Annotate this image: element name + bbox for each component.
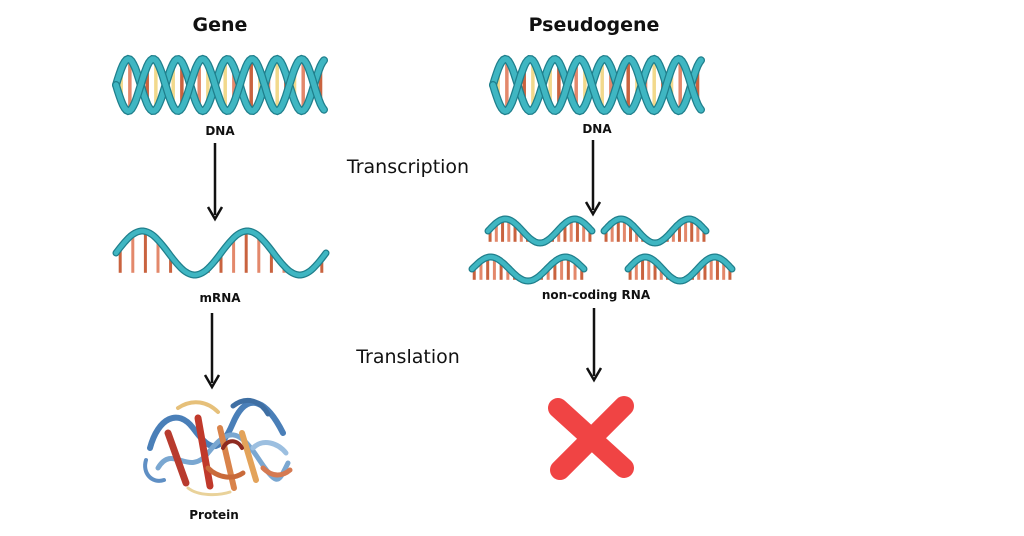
pseudogene-translation-arrow-icon	[585, 308, 603, 383]
pseudogene-title: Pseudogene	[528, 14, 660, 36]
pseudogene-transcription-arrow-icon	[584, 140, 602, 217]
ncrna-fragment-icon	[484, 215, 596, 247]
gene-mrna-label: mRNA	[199, 291, 241, 305]
ncrna-fragment-icon	[624, 253, 736, 285]
gene-mrna-strand-icon	[112, 227, 330, 279]
gene-transcription-arrow-icon	[206, 143, 224, 222]
gene-dna-helix-icon	[112, 54, 328, 116]
gene-dna-label: DNA	[205, 124, 235, 138]
pseudogene-rna-label: non-coding RNA	[541, 288, 651, 302]
transcription-label: Transcription	[346, 156, 470, 178]
protein-label: Protein	[189, 508, 239, 522]
gene-translation-arrow-icon	[203, 313, 221, 390]
red-x-icon	[548, 396, 634, 480]
ncrna-fragment-icon	[468, 253, 588, 285]
gene-title: Gene	[192, 14, 248, 36]
ncrna-fragment-icon	[600, 215, 710, 247]
translation-label: Translation	[356, 346, 460, 368]
protein-structure-icon	[143, 397, 293, 497]
pseudogene-dna-label: DNA	[582, 122, 612, 136]
pseudogene-dna-helix-icon	[489, 54, 705, 116]
